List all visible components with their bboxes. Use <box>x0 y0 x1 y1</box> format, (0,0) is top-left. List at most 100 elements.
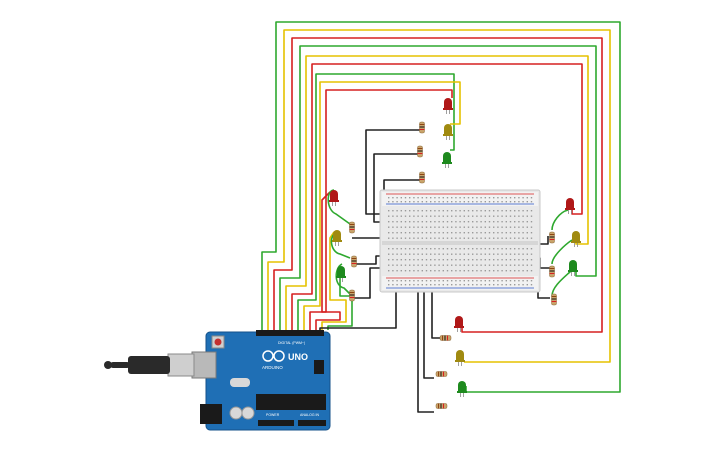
breadboard-hole <box>446 264 449 266</box>
breadboard-hole <box>509 237 512 239</box>
breadboard-hole <box>463 284 465 286</box>
led-west-green[interactable] <box>336 266 346 282</box>
breadboard-hole <box>505 232 507 234</box>
resistor[interactable] <box>549 265 555 278</box>
breadboard-hole <box>493 210 495 212</box>
breadboard-hole <box>467 264 470 266</box>
breadboard-hole <box>505 253 507 255</box>
arduino-uno-board[interactable]: UNO ARDUINO DIGITAL (PWM~) POWER ANALOG … <box>191 330 331 431</box>
breadboard-hole <box>451 284 453 286</box>
led-north-red[interactable] <box>443 98 453 114</box>
resistor[interactable] <box>551 293 557 306</box>
breadboard-hole <box>518 280 520 282</box>
breadboard-hole <box>497 284 499 286</box>
breadboard-hole <box>451 248 453 250</box>
breadboard-hole <box>417 215 419 217</box>
led-north-yellow[interactable] <box>443 124 453 140</box>
breadboard-rail-top <box>382 192 538 206</box>
breadboard-hole <box>493 280 495 282</box>
breadboard-hole <box>522 248 524 250</box>
digital-header-label: DIGITAL (PWM~) <box>278 341 305 345</box>
breadboard-hole <box>438 210 440 212</box>
breadboard-hole <box>455 221 457 223</box>
breadboard-hole <box>497 215 499 217</box>
breadboard-hole <box>522 237 524 239</box>
breadboard-hole <box>497 280 499 282</box>
breadboard-hole <box>501 210 503 212</box>
led-south-yellow[interactable] <box>455 350 465 366</box>
led-west-yellow[interactable] <box>332 230 342 246</box>
breadboard-hole <box>493 264 495 266</box>
breadboard-hole <box>434 270 436 272</box>
breadboard-hole <box>505 280 507 282</box>
breadboard-hole <box>467 226 470 228</box>
breadboard-hole <box>421 232 423 234</box>
breadboard-hole <box>463 253 465 255</box>
breadboard-hole <box>388 226 390 228</box>
breadboard-hole <box>480 284 482 286</box>
resistor[interactable] <box>419 121 425 134</box>
breadboard-hole <box>438 201 440 203</box>
breadboard-hole <box>522 264 524 266</box>
breadboard-hole <box>472 210 474 212</box>
breadboard-hole <box>409 264 411 266</box>
usb-cable-plug <box>167 353 195 377</box>
led-west-red[interactable] <box>329 190 339 206</box>
breadboard-hole <box>518 259 520 261</box>
breadboard-hole <box>404 237 407 239</box>
breadboard-hole <box>430 226 432 228</box>
led-east-red[interactable] <box>565 198 575 214</box>
resistor[interactable] <box>549 231 555 244</box>
breadboard-hole <box>505 248 507 250</box>
breadboard-hole <box>497 232 499 234</box>
breadboard-hole <box>509 197 512 199</box>
led-east-green[interactable] <box>568 260 578 276</box>
breadboard-hole <box>388 210 390 212</box>
breadboard-hole <box>438 270 440 272</box>
breadboard-hole <box>526 237 528 239</box>
breadboard-hole <box>404 226 407 228</box>
breadboard-hole <box>388 197 390 199</box>
breadboard-hole <box>404 259 407 261</box>
resistor[interactable] <box>439 335 452 341</box>
breadboard-hole <box>438 264 440 266</box>
breadboard-hole <box>472 221 474 223</box>
led-east-yellow[interactable] <box>571 231 581 247</box>
atmega-chip <box>256 394 326 410</box>
breadboard-hole <box>522 201 524 203</box>
breadboard-hole <box>417 221 419 223</box>
breadboard-hole <box>530 226 533 228</box>
breadboard-hole <box>400 197 402 199</box>
breadboard-hole <box>434 197 436 199</box>
breadboard-hole <box>522 253 524 255</box>
resistor[interactable] <box>417 145 423 158</box>
resistor[interactable] <box>349 289 355 302</box>
resistor[interactable] <box>435 371 448 377</box>
breadboard-hole <box>522 232 524 234</box>
breadboard-hole <box>409 215 411 217</box>
resistor[interactable] <box>435 403 448 409</box>
breadboard-hole <box>455 284 457 286</box>
breadboard-hole <box>438 197 440 199</box>
breadboard-hole <box>425 221 428 223</box>
resistor[interactable] <box>351 255 357 268</box>
resistor[interactable] <box>419 171 425 184</box>
led-south-red[interactable] <box>454 316 464 332</box>
breadboard-hole <box>484 264 486 266</box>
breadboard-hole <box>446 232 449 234</box>
breadboard-hole <box>434 221 436 223</box>
resistor[interactable] <box>349 221 355 234</box>
led-north-green[interactable] <box>442 152 452 168</box>
breadboard-hole <box>484 210 486 212</box>
breadboard-hole <box>526 259 528 261</box>
led-south-green[interactable] <box>457 381 467 397</box>
wire-red-west <box>315 191 341 330</box>
breadboard-hole <box>451 221 453 223</box>
breadboard-hole <box>476 270 478 272</box>
breadboard-hole <box>392 237 394 239</box>
breadboard-hole <box>400 270 402 272</box>
breadboard-hole <box>522 215 524 217</box>
breadboard-hole <box>501 226 503 228</box>
breadboard-hole <box>400 226 402 228</box>
